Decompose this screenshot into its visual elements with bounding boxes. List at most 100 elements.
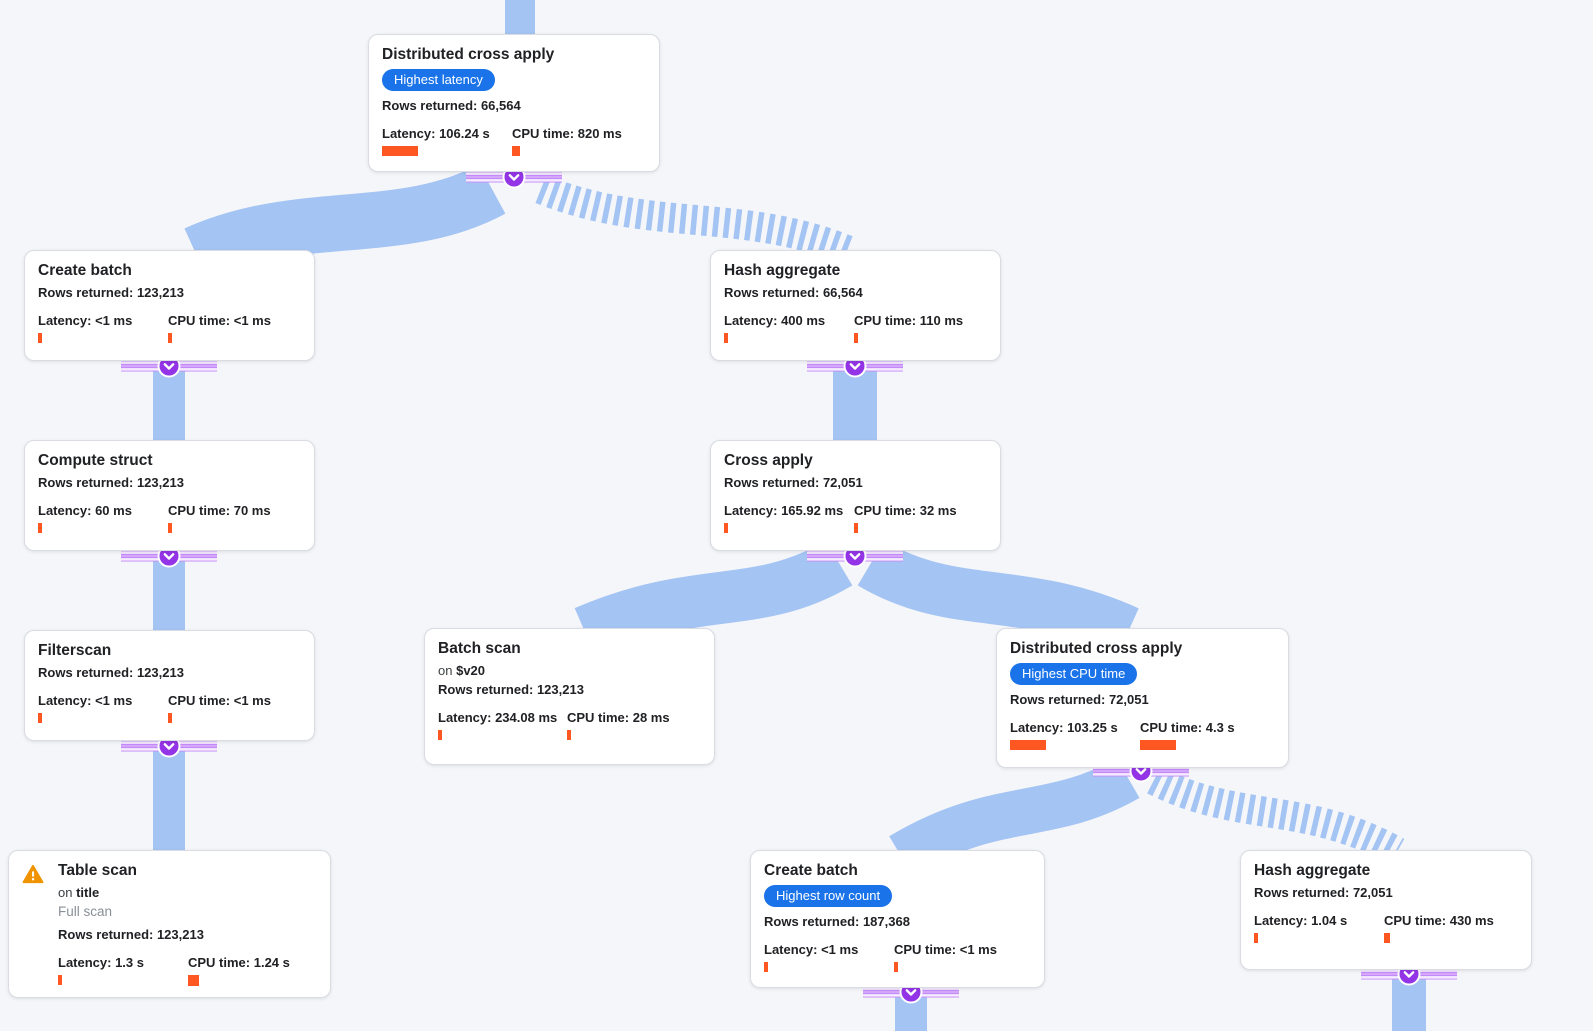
rows-returned: Rows returned: 123,213 — [38, 475, 184, 490]
metrics: Latency: <1 ms CPU time: <1 ms — [38, 313, 301, 343]
scan-target: on $v20 — [438, 663, 486, 678]
rows-returned: Rows returned: 66,564 — [382, 98, 521, 113]
metrics: Latency: 1.3 s CPU time: 1.24 s — [58, 955, 317, 986]
plan-node-distributed-cross-apply-root[interactable]: Distributed cross apply Highest latency … — [368, 34, 660, 172]
latency-label: Latency: 60 ms — [38, 503, 132, 518]
plan-node-table-scan[interactable]: Table scan on title Full scan Rows retur… — [8, 850, 331, 998]
cpu-time-label: CPU time: <1 ms — [168, 313, 271, 328]
cpu-time-label: CPU time: 820 ms — [512, 126, 622, 141]
latency-bar — [724, 333, 728, 343]
cpu-time-bar — [168, 713, 172, 723]
rows-returned: Rows returned: 123,213 — [38, 665, 184, 680]
plan-node-filterscan[interactable]: Filterscan Rows returned: 123,213 Latenc… — [24, 630, 315, 741]
cpu-time-bar — [567, 730, 571, 740]
node-title: Hash aggregate — [1254, 862, 1371, 879]
latency-label: Latency: 103.25 s — [1010, 720, 1118, 735]
latency-bar — [38, 713, 42, 723]
edge-cross-apply-to-batch-scan — [574, 540, 853, 656]
plan-node-create-batch-2[interactable]: Create batch Highest row count Rows retu… — [750, 850, 1045, 988]
edge-root-to-hash-aggregate-1 — [535, 175, 855, 265]
cpu-time-bar — [1140, 740, 1176, 750]
latency-bar — [1010, 740, 1046, 750]
edge-root-to-create-batch-1 — [184, 164, 506, 280]
plan-node-hash-aggregate-1[interactable]: Hash aggregate Rows returned: 66,564 Lat… — [710, 250, 1001, 361]
latency-label: Latency: 1.3 s — [58, 955, 144, 970]
latency-label: Latency: 400 ms — [724, 313, 826, 328]
latency-bar — [438, 730, 442, 740]
metrics: Latency: 165.92 ms CPU time: 32 ms — [724, 503, 987, 533]
latency-bar — [764, 962, 768, 972]
node-title: Distributed cross apply — [382, 46, 555, 63]
node-title: Compute struct — [38, 452, 153, 469]
node-title: Create batch — [38, 262, 132, 279]
latency-bar — [724, 523, 728, 533]
latency-label: Latency: 234.08 ms — [438, 710, 558, 725]
latency-label: Latency: 1.04 s — [1254, 913, 1348, 928]
metrics: Latency: 106.24 s CPU time: 820 ms — [382, 126, 646, 156]
latency-bar — [58, 975, 62, 985]
plan-node-batch-scan[interactable]: Batch scan on $v20 Rows returned: 123,21… — [424, 628, 715, 765]
highest-latency-badge: Highest latency — [382, 69, 495, 91]
rows-returned: Rows returned: 72,051 — [1254, 885, 1393, 900]
cpu-time-label: CPU time: 28 ms — [567, 710, 670, 725]
cpu-time-bar — [854, 333, 858, 343]
cpu-time-label: CPU time: 32 ms — [854, 503, 957, 518]
latency-bar — [38, 333, 42, 343]
node-title: Table scan — [58, 862, 137, 879]
plan-node-hash-aggregate-2[interactable]: Hash aggregate Rows returned: 72,051 Lat… — [1240, 850, 1532, 970]
rows-returned: Rows returned: 123,213 — [438, 682, 584, 697]
cpu-time-bar — [168, 333, 172, 343]
latency-label: Latency: <1 ms — [38, 313, 133, 328]
node-title: Batch scan — [438, 640, 521, 657]
latency-label: Latency: 106.24 s — [382, 126, 490, 141]
cpu-time-label: CPU time: 110 ms — [854, 313, 964, 328]
cpu-time-bar — [894, 962, 898, 972]
plan-node-compute-struct[interactable]: Compute struct Rows returned: 123,213 La… — [24, 440, 315, 551]
cpu-time-label: CPU time: 430 ms — [1384, 913, 1494, 928]
node-title: Create batch — [764, 862, 858, 879]
latency-bar — [1254, 933, 1258, 943]
metrics: Latency: 400 ms CPU time: 110 ms — [724, 313, 987, 343]
highest-cpu-time-badge: Highest CPU time — [1010, 663, 1138, 685]
latency-bar — [38, 523, 42, 533]
cpu-time-bar — [168, 523, 172, 533]
rows-returned: Rows returned: 72,051 — [1010, 692, 1149, 707]
cpu-time-label: CPU time: 70 ms — [168, 503, 271, 518]
metrics: Latency: 1.04 s CPU time: 430 ms — [1254, 913, 1518, 943]
cpu-time-label: CPU time: <1 ms — [168, 693, 271, 708]
edge-dca2-to-hash-aggregate-2 — [1147, 766, 1405, 866]
cpu-time-label: CPU time: 4.3 s — [1140, 720, 1235, 735]
latency-label: Latency: <1 ms — [764, 942, 859, 957]
metrics: Latency: <1 ms CPU time: <1 ms — [764, 942, 1031, 972]
node-title: Distributed cross apply — [1010, 640, 1183, 657]
highest-row-count-badge: Highest row count — [764, 885, 893, 907]
cpu-time-label: CPU time: <1 ms — [894, 942, 997, 957]
rows-returned: Rows returned: 123,213 — [58, 927, 204, 942]
metrics: Latency: 234.08 ms CPU time: 28 ms — [438, 710, 701, 740]
latency-label: Latency: 165.92 ms — [724, 503, 844, 518]
rows-returned: Rows returned: 72,051 — [724, 475, 863, 490]
cpu-time-bar — [854, 523, 858, 533]
scan-target: on title — [58, 885, 100, 900]
node-title: Filterscan — [38, 642, 112, 659]
metrics: Latency: 103.25 s CPU time: 4.3 s — [1010, 720, 1275, 750]
cpu-time-bar — [1384, 933, 1390, 943]
rows-returned: Rows returned: 66,564 — [724, 285, 863, 300]
plan-node-cross-apply[interactable]: Cross apply Rows returned: 72,051 Latenc… — [710, 440, 1001, 551]
node-title: Hash aggregate — [724, 262, 841, 279]
cpu-time-bar — [188, 975, 199, 986]
warning-triangle-icon — [22, 862, 46, 986]
metrics: Latency: 60 ms CPU time: 70 ms — [38, 503, 301, 533]
latency-bar — [382, 146, 418, 156]
cpu-time-label: CPU time: 1.24 s — [188, 955, 290, 970]
node-title: Cross apply — [724, 452, 813, 469]
full-scan-note: Full scan — [58, 904, 113, 919]
plan-node-distributed-cross-apply-2[interactable]: Distributed cross apply Highest CPU time… — [996, 628, 1289, 768]
edge-cross-apply-to-distributed-cross-apply-2 — [857, 540, 1139, 656]
plan-node-create-batch-1[interactable]: Create batch Rows returned: 123,213 Late… — [24, 250, 315, 361]
latency-label: Latency: <1 ms — [38, 693, 133, 708]
edge-dca2-to-create-batch-2 — [889, 757, 1140, 876]
cpu-time-bar — [512, 146, 520, 156]
